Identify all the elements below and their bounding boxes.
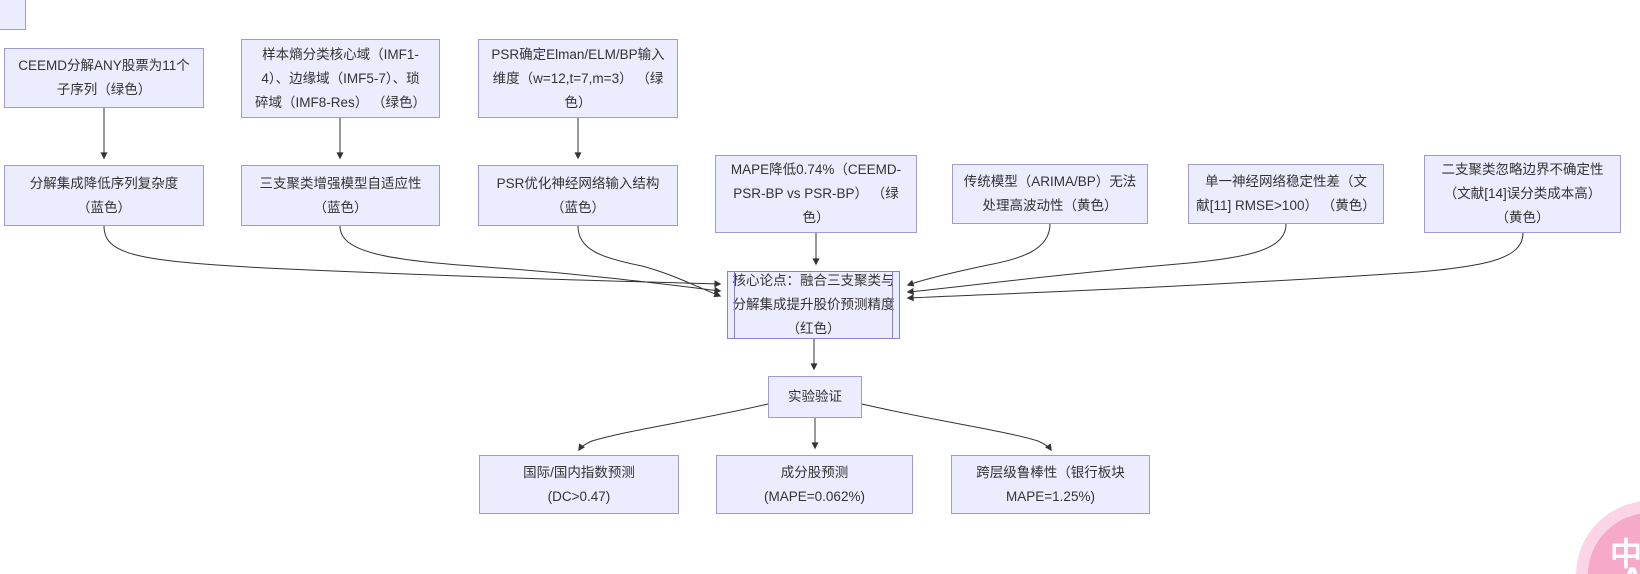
node-psr-optimization-benefit: PSR优化神经网络输入结构 （蓝色） [478,165,678,226]
edge-decomp_benefit-to-core [103,225,722,288]
edge-experiment-to-index_pred [578,403,769,452]
edge-threeway_benefit-to-core [339,225,722,294]
node-index-prediction: 国际/国内指数预测 (DC>0.47) [479,455,679,514]
node-label: 二支聚类忽略边界不确定性 （文献[14]误分类成本高） （黄色） [1441,162,1604,225]
node-traditional-model-limitation: 传统模型（ARIMA/BP）无法 处理高波动性（黄色） [952,164,1148,224]
translate-chinese-glyph: 中 [1610,536,1640,572]
node-label: 成分股预测 (MAPE=0.062%) [764,464,865,504]
translate-latin-glyph: A [1620,561,1640,574]
node-label: 跨层级鲁棒性（银行板块 MAPE=1.25%) [976,464,1125,504]
node-component-stock-prediction: 成分股预测 (MAPE=0.062%) [716,455,913,514]
node-label: PSR确定Elman/ELM/BP输入 维度（w=12,t=7,m=3） （绿 … [491,46,665,110]
node-label: 样本熵分类核心域（IMF1- 4）、边缘域（IMF5-7）、琐 碎域（IMF8-… [254,46,426,110]
node-ceemd-decomposition: CEEMD分解ANY股票为11个 子序列（绿色） [4,48,204,108]
node-single-nn-limitation: 单一神经网络稳定性差（文 献[11] RMSE>100） （黄色） [1188,164,1384,224]
node-label: 单一神经网络稳定性差（文 献[11] RMSE>100） （黄色） [1196,174,1376,213]
node-three-way-clustering-benefit: 三支聚类增强模型自适应性 （蓝色） [241,165,440,226]
node-label: 传统模型（ARIMA/BP）无法 处理高波动性（黄色） [963,174,1137,213]
node-cross-level-robustness: 跨层级鲁棒性（银行板块 MAPE=1.25%) [951,455,1150,514]
edge-single_nn_limit-to-core [906,223,1287,295]
edge-psr_benefit-to-core [577,225,722,298]
node-label: PSR优化神经网络输入结构 （蓝色） [496,175,660,215]
edge-traditional_limit-to-core [906,223,1051,287]
edge-experiment-to-robustness [861,403,1052,452]
node-decomposition-benefit: 分解集成降低序列复杂度 （蓝色） [4,165,204,226]
edge-twoway_limit-to-core [906,232,1524,302]
node-experiment-validation: 实验验证 [768,376,862,418]
node-core-thesis: 核心论点：融合三支聚类与 分解集成提升股价预测精度 （红色） [727,271,900,339]
node-label: 分解集成降低序列复杂度 （蓝色） [29,175,179,215]
node-two-way-clustering-limitation: 二支聚类忽略边界不确定性 （文献[14]误分类成本高） （黄色） [1424,155,1621,233]
node-label: MAPE降低0.74%（CEEMD- PSR-BP vs PSR-BP） （绿 … [730,162,902,225]
node-mape-evidence: MAPE降低0.74%（CEEMD- PSR-BP vs PSR-BP） （绿 … [715,155,917,233]
node-sample-entropy-classification: 样本熵分类核心域（IMF1- 4）、边缘域（IMF5-7）、琐 碎域（IMF8-… [241,39,440,118]
node-label: CEEMD分解ANY股票为11个 子序列（绿色） [18,58,190,97]
node-label: 核心论点：融合三支聚类与 分解集成提升股价预测精度 （红色） [732,273,895,336]
node-label: 实验验证 [788,389,842,404]
node-psr-input-dimension: PSR确定Elman/ELM/BP输入 维度（w=12,t=7,m=3） （绿 … [478,39,678,118]
node-label: 国际/国内指数预测 (DC>0.47) [523,464,635,504]
translate-button[interactable]: 中 A [1588,513,1640,574]
clipped-node-fragment [0,0,26,30]
node-label: 三支聚类增强模型自适应性 （蓝色） [259,175,422,215]
